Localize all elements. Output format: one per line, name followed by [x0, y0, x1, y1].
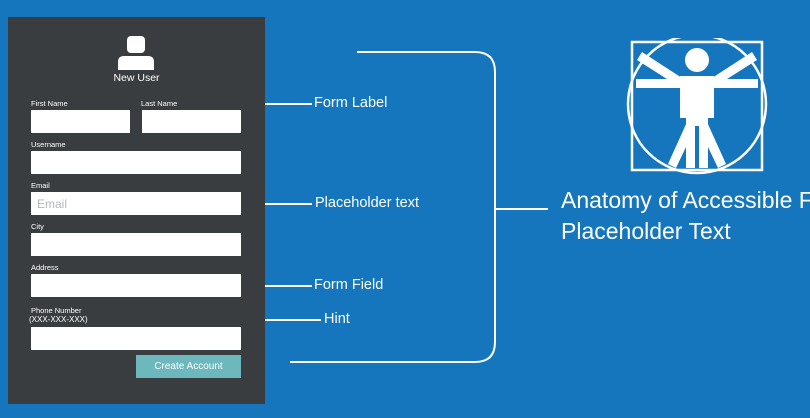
callout-form-label: Form Label: [314, 95, 388, 111]
bracket: [290, 51, 496, 363]
phone-number-hint: (XXX-XXX-XXX): [29, 315, 88, 324]
create-account-button[interactable]: Create Account: [136, 355, 241, 378]
phone-number-field[interactable]: [31, 327, 241, 350]
user-avatar-icon: [118, 36, 154, 70]
username-field[interactable]: [31, 151, 241, 174]
title-line-2: Placeholder Text: [561, 218, 731, 244]
phone-number-label: Phone Number: [31, 306, 82, 315]
first-name-label: First Name: [31, 99, 68, 108]
address-field[interactable]: [31, 274, 241, 297]
callout-placeholder-text: Placeholder text: [315, 195, 419, 211]
form-title: New User: [113, 72, 160, 84]
callout-hint: Hint: [324, 311, 350, 327]
username-label: Username: [31, 140, 66, 149]
city-label: City: [31, 222, 44, 231]
address-label: Address: [31, 263, 59, 272]
title-line-1: Anatomy of Accessible F: [561, 187, 810, 213]
city-field[interactable]: [31, 233, 241, 256]
first-name-field[interactable]: [31, 110, 130, 133]
vitruvian-man-icon: [626, 38, 768, 175]
last-name-label: Last Name: [141, 99, 178, 108]
last-name-field[interactable]: [142, 110, 241, 133]
email-label: Email: [31, 181, 50, 190]
email-field[interactable]: [31, 192, 241, 215]
callout-form-field: Form Field: [314, 277, 384, 293]
